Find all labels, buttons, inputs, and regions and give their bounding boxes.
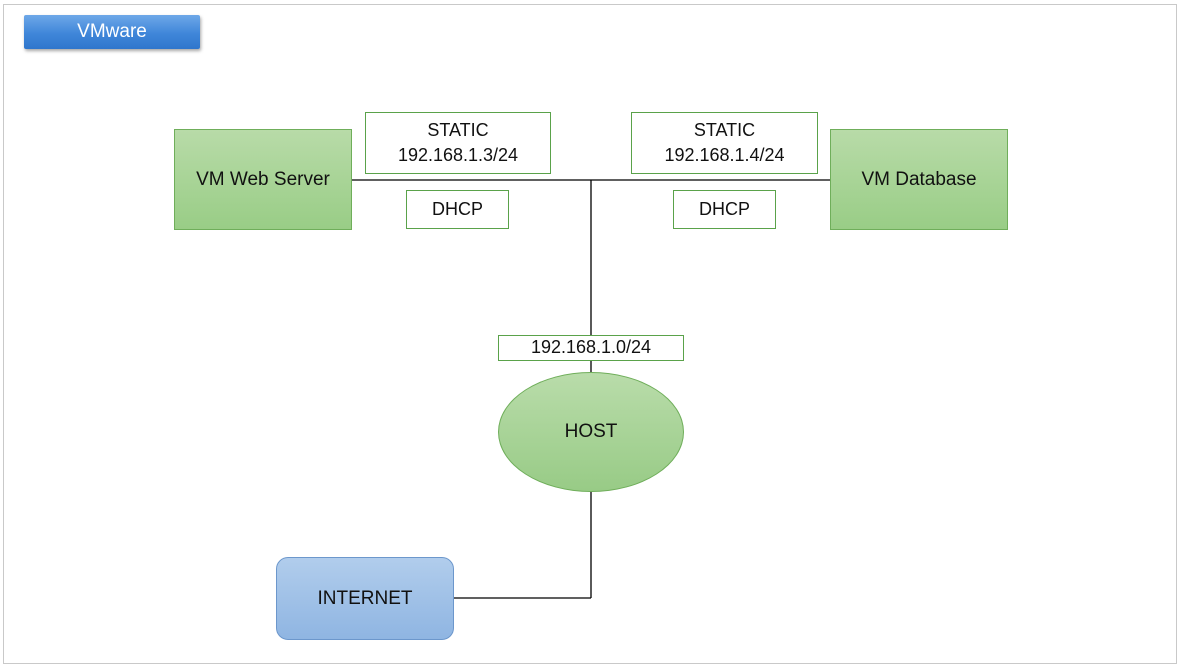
web-static-ip: 192.168.1.3/24 <box>397 145 519 165</box>
web-static-mode: STATIC <box>427 119 489 140</box>
web-static-label-box: STATIC 192.168.1.3/24 <box>365 112 551 174</box>
db-dhcp-label: DHCP <box>698 198 750 219</box>
db-static-ip: 192.168.1.4/24 <box>664 145 785 165</box>
network-label: 192.168.1.0/24 <box>530 337 652 358</box>
vm-web-server-node: VM Web Server <box>174 129 352 230</box>
vm-web-server-label: VM Web Server <box>196 168 330 190</box>
db-static-mode: STATIC <box>693 119 756 140</box>
internet-label: INTERNET <box>317 587 413 609</box>
host-node: HOST <box>498 372 684 492</box>
db-static-label-box: STATIC 192.168.1.4/24 <box>631 112 818 174</box>
network-label-box: 192.168.1.0/24 <box>498 335 684 361</box>
diagram-title: VMware <box>24 15 200 49</box>
vm-database-label: VM Database <box>861 168 977 190</box>
web-dhcp-label: DHCP <box>431 198 483 219</box>
diagram-title-text: VMware <box>77 21 147 42</box>
host-label: HOST <box>564 421 618 442</box>
web-dhcp-label-box: DHCP <box>406 190 509 229</box>
internet-node: INTERNET <box>276 557 454 640</box>
diagram-canvas <box>3 4 1177 664</box>
vm-database-node: VM Database <box>830 129 1008 230</box>
db-dhcp-label-box: DHCP <box>673 190 776 229</box>
